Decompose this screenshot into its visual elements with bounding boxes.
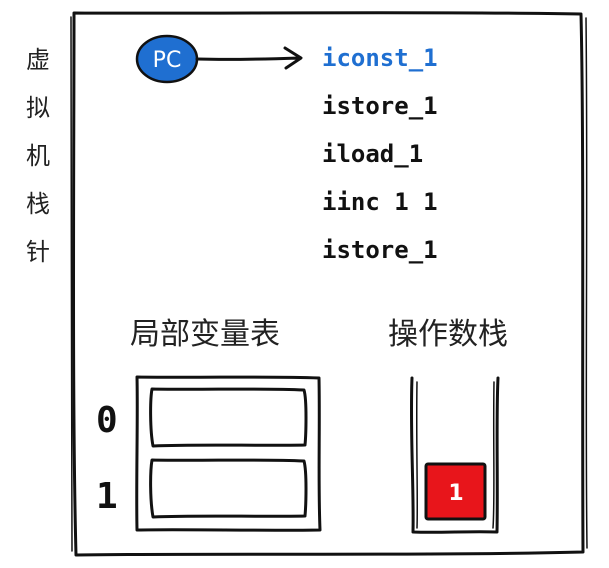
local-variables-title: 局部变量表 [130, 317, 280, 352]
stack-frame-border [72, 11, 585, 557]
side-label-char-4: 栈 [26, 190, 50, 218]
local-variable-slot-0 [149, 387, 308, 448]
pc-arrow [195, 46, 303, 70]
virtual-machine-stack-label: 虚 拟 机 栈 针 [18, 36, 58, 276]
instruction-3: iload_1 [322, 140, 423, 168]
slot-index-1: 1 [96, 476, 118, 517]
instruction-2: istore_1 [322, 92, 438, 120]
side-label-char-1: 虚 [26, 46, 50, 74]
side-label-char-2: 拟 [26, 94, 50, 122]
local-variable-table [135, 375, 322, 532]
operand-stack-item-1 [424, 462, 487, 521]
operand-stack-item-1-value: 1 [448, 481, 463, 506]
operand-stack-title: 操作数栈 [388, 317, 508, 352]
pc-label: PC [153, 48, 182, 73]
instruction-5: istore_1 [322, 236, 438, 264]
operand-stack-container [409, 376, 500, 534]
instruction-1: iconst_1 [322, 44, 438, 72]
side-label-char-3: 机 [26, 142, 50, 170]
local-variable-slot-1 [149, 458, 308, 519]
instruction-4: iinc 1 1 [322, 188, 438, 216]
slot-index-0: 0 [96, 400, 118, 441]
side-label-char-5: 针 [26, 238, 50, 266]
